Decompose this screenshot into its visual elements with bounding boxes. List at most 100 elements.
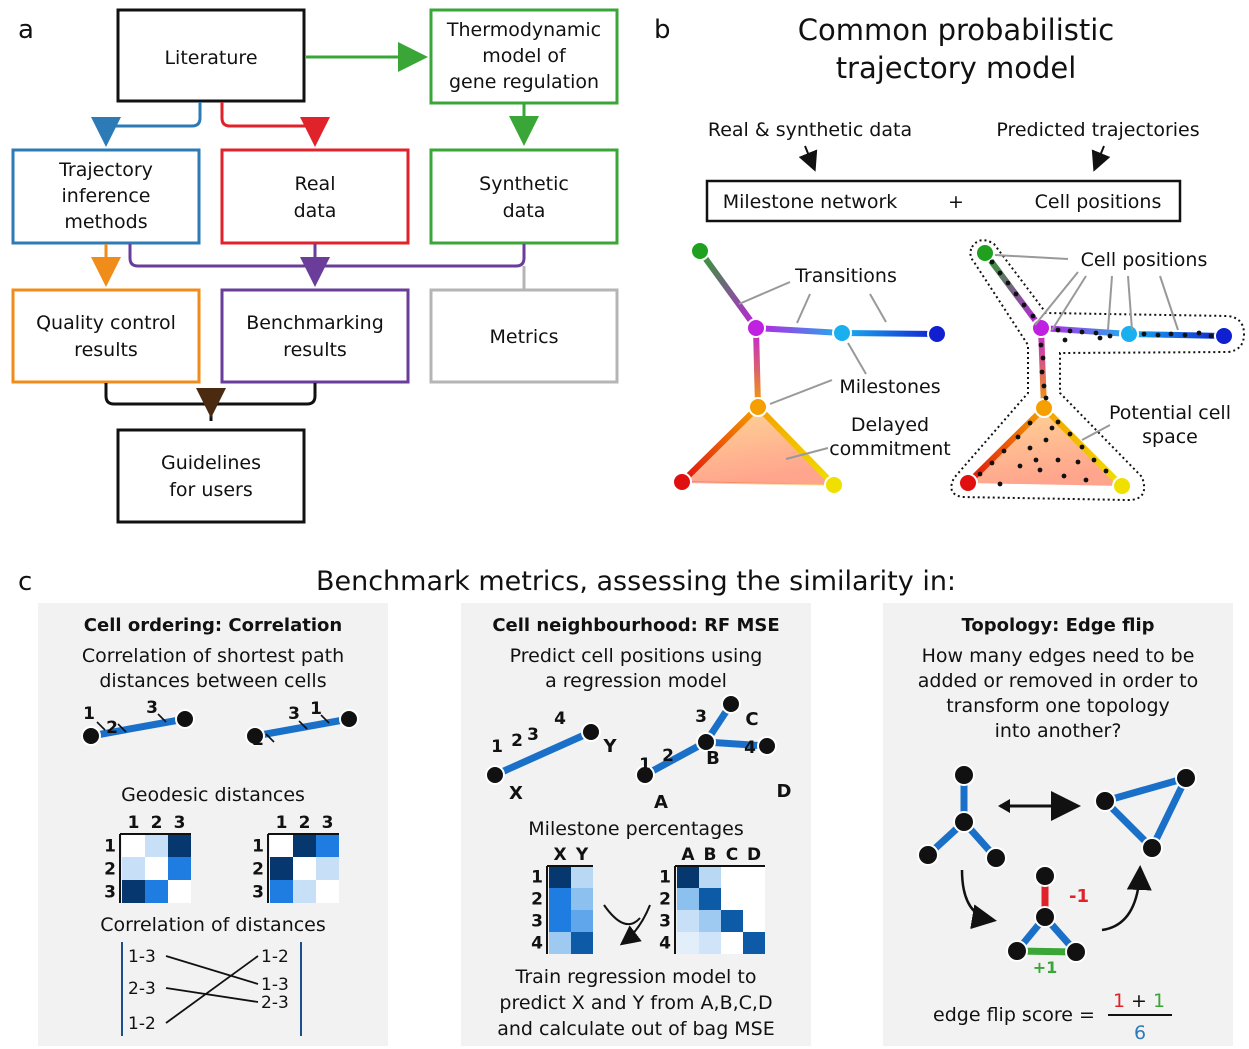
plus-one-label: +1 (1033, 958, 1058, 977)
cell-label: 2 (106, 718, 118, 738)
transition-edge (681, 481, 835, 486)
matrix-cell (699, 866, 721, 888)
box2-heading: Cell neighbourhood: RF MSE (492, 615, 779, 636)
topology-node (1034, 906, 1056, 928)
real-synthetic-label: Real & synthetic data (708, 119, 912, 141)
cell-dot (997, 481, 1003, 487)
matrix-row-label: 4 (659, 934, 671, 954)
cell-dot (997, 270, 1003, 276)
cell-dot (1033, 457, 1039, 463)
matrix-cell (293, 834, 316, 857)
cell-tick (298, 720, 308, 730)
correlation-label: Correlation of distances (100, 914, 326, 936)
box3-desc-2: added or removed in order to (918, 670, 1198, 692)
cell-tick (96, 721, 106, 731)
potential-label-1: Potential cell (1109, 402, 1231, 424)
matrix-cell (549, 888, 571, 910)
matrix-cell (677, 932, 699, 954)
matrix-col-label: B (704, 845, 717, 865)
panel-c: c Benchmark metrics, assessing the simil… (18, 566, 1233, 1046)
cell-dot (1015, 434, 1021, 440)
cell-dot (1107, 333, 1113, 339)
milestone-node (1112, 476, 1132, 496)
matrix-cell (743, 888, 765, 910)
transition-edge (755, 404, 837, 488)
cell-tick (157, 713, 167, 723)
cell-neighbourhood-panel: Cell neighbourhood: RF MSE Predict cell … (485, 615, 791, 1040)
matrix-row-label: 1 (104, 836, 116, 856)
cell-dot (1013, 291, 1019, 297)
milestone-node (958, 473, 978, 493)
cell-dot (1093, 330, 1099, 336)
leader-line (785, 447, 829, 460)
matrix-cell (145, 834, 168, 857)
line-synthetic-bench (315, 244, 526, 268)
box1-heading: Cell ordering: Correlation (84, 615, 342, 636)
matrix-cell (270, 834, 293, 857)
cell-dot (1049, 425, 1055, 431)
arrow-real-synth (798, 145, 818, 172)
benchmark-box (220, 288, 410, 384)
cell-dot (1182, 332, 1188, 338)
matrix-cell (743, 866, 765, 888)
trajectory-node (245, 726, 265, 746)
milestone-node (690, 241, 710, 261)
topology-node (985, 847, 1007, 869)
cell-label: 1 (310, 699, 322, 719)
cell-dot (1041, 383, 1047, 389)
guidelines-box (116, 428, 306, 524)
cell-dot (1168, 331, 1174, 337)
matrix-cell (270, 857, 293, 880)
topology-node (1175, 767, 1197, 789)
matrix-row-label: 1 (659, 868, 671, 888)
matrix-cell (549, 866, 571, 888)
delayed-label-2: commitment (829, 438, 951, 460)
topology-node (917, 844, 939, 866)
cell-dot (1083, 477, 1089, 483)
matrix-row-label: 4 (531, 934, 543, 954)
matrix-col-label: 1 (128, 813, 140, 833)
matrix-cell (743, 910, 765, 932)
matrix-col-label: D (747, 845, 761, 865)
matrix-cell (270, 880, 293, 903)
leader-line (1107, 275, 1113, 331)
box3-desc-3: transform one topology (946, 695, 1170, 717)
matrix-cell (743, 932, 765, 954)
thermo-label-1: Thermodynamic (446, 19, 601, 41)
rank-link (165, 987, 259, 1003)
box3-desc-1: How many edges need to be (922, 645, 1195, 667)
matrix-cell (699, 888, 721, 910)
topology-node (953, 811, 975, 833)
cell-dot (1039, 369, 1045, 375)
leader-line (869, 293, 887, 323)
cell-label: 3 (146, 698, 158, 718)
curved-link (603, 904, 641, 926)
arrow-literature-methods (91, 102, 202, 147)
matrix-row-label: 2 (531, 890, 543, 910)
cell-label: 3 (288, 704, 300, 724)
milestone-node (824, 475, 844, 495)
leader-line (769, 379, 833, 405)
arrow-qc-guidelines (104, 383, 213, 421)
matrix-cell (293, 880, 316, 903)
milestone-network-diagram: Transitions Milestones Delayed commitmen… (672, 241, 951, 495)
plus-label: + (948, 191, 964, 213)
guidelines-label-1: Guidelines (161, 452, 261, 474)
trajectory-node (757, 736, 777, 756)
score-num-plus: + (1131, 990, 1147, 1012)
bench-label-2: results (283, 339, 347, 361)
transition-edge (1040, 325, 1130, 337)
matrix-col-label: X (553, 845, 566, 865)
cell-dot (1037, 467, 1043, 473)
topology-edge (1102, 798, 1155, 851)
cell-dot (1103, 468, 1109, 474)
matrix-col-label: Y (575, 845, 589, 865)
cell-dot (1055, 457, 1061, 463)
matrix-cell (571, 932, 593, 954)
cell-dot (989, 460, 995, 466)
qc-box (11, 288, 201, 384)
right-rank-1: 1-2 (261, 947, 289, 967)
